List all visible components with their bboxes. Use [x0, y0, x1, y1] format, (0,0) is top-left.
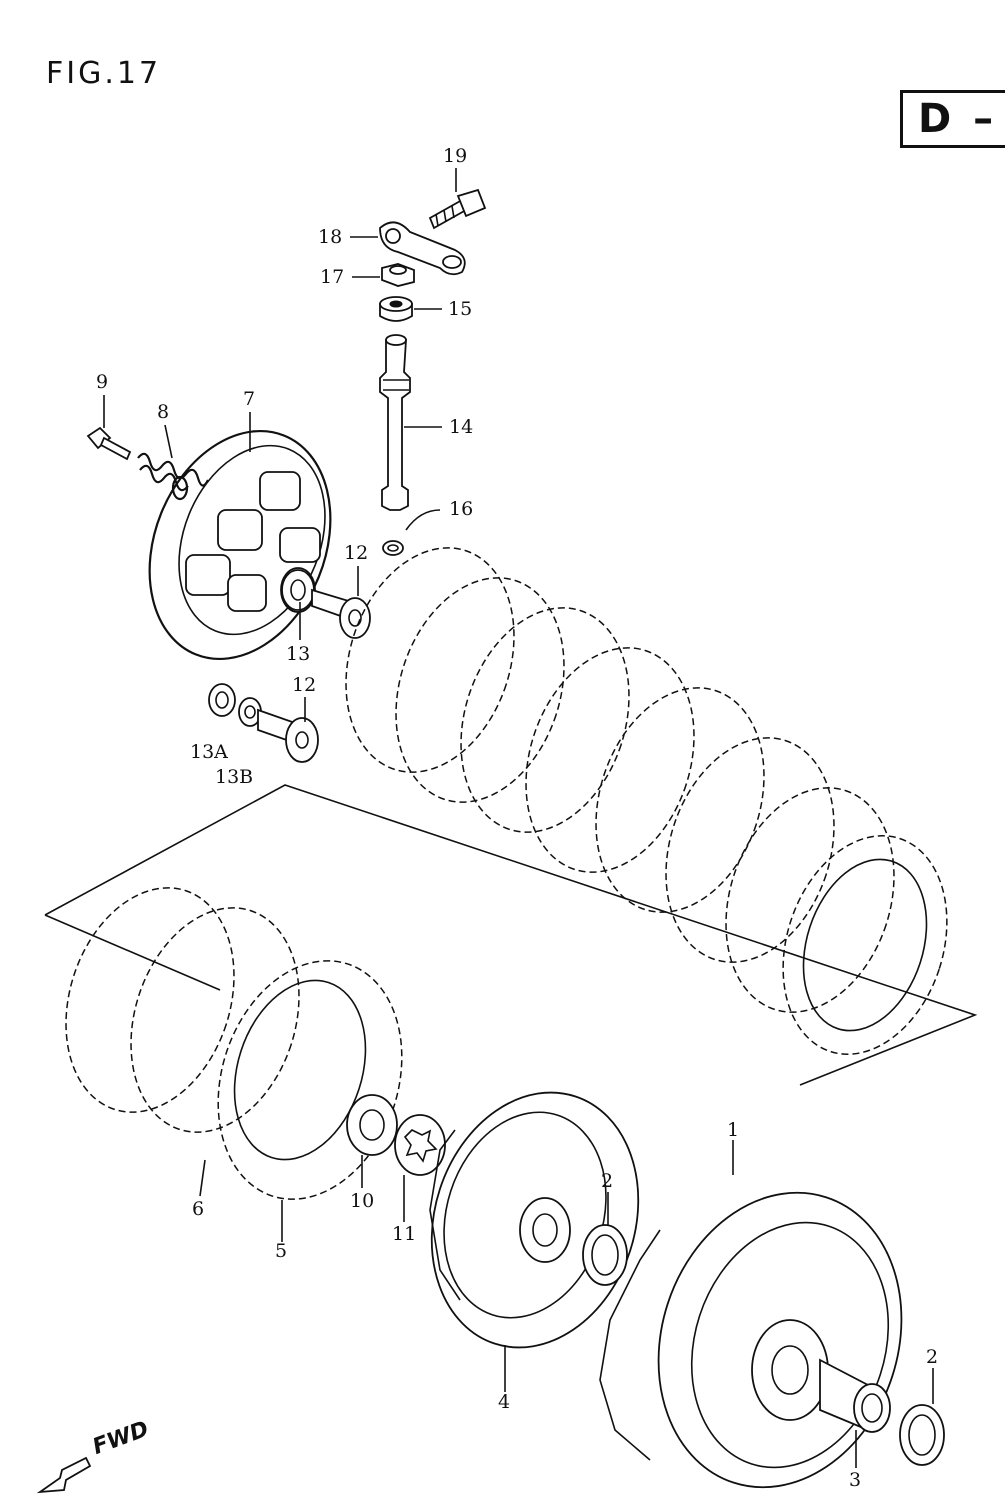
callout-2-lower: 2: [926, 1346, 939, 1368]
forward-arrow-icon: [36, 1456, 92, 1494]
part-17-nut: [381, 263, 415, 287]
section-box: [900, 90, 1005, 148]
part-9-screw: [86, 426, 132, 461]
part-2-washer-upper: [582, 1224, 628, 1286]
callout-13: 13: [286, 643, 311, 665]
callout-2-upper: 2: [601, 1170, 614, 1192]
part-19-bolt: [428, 188, 487, 230]
part-18-lever: [379, 221, 466, 276]
part-6-plates: [65, 887, 300, 1133]
callout-6: 6: [192, 1198, 205, 1220]
callout-7: 7: [243, 388, 256, 410]
part-10-nut: [346, 1094, 398, 1156]
part-5-plate: [217, 960, 403, 1200]
callout-11: 11: [392, 1223, 417, 1245]
callout-12-upper: 12: [344, 542, 369, 564]
callout-13a: 13A: [190, 741, 228, 763]
callout-15: 15: [448, 298, 473, 320]
clutch-plate-stack: [345, 547, 948, 1055]
callout-19: 19: [443, 145, 468, 167]
part-12-rod-upper: [311, 588, 371, 639]
section-label: D –: [918, 96, 998, 142]
callout-18: 18: [318, 226, 343, 248]
part-14-shaft: [379, 334, 411, 511]
callout-17: 17: [320, 266, 345, 288]
callout-9: 9: [96, 371, 109, 393]
callout-5: 5: [275, 1240, 288, 1262]
callout-10: 10: [350, 1190, 375, 1212]
part-3-sleeve: [819, 1358, 891, 1433]
callout-1: 1: [727, 1119, 740, 1141]
callout-3: 3: [849, 1469, 862, 1491]
callout-8: 8: [157, 401, 170, 423]
callout-14: 14: [449, 416, 474, 438]
callout-12-lower: 12: [292, 674, 317, 696]
part-2-washer-lower: [899, 1404, 945, 1466]
callout-16: 16: [449, 498, 474, 520]
part-4-clutch-hub: [429, 1091, 640, 1349]
part-16-oring: [382, 540, 404, 556]
part-12-rod-lower: [257, 708, 319, 763]
part-1-clutch-housing: [599, 1191, 903, 1489]
callout-4: 4: [498, 1391, 511, 1413]
part-15-bushing: [379, 296, 413, 322]
part-13-bearing: [281, 569, 315, 611]
part-11-washer: [394, 1114, 446, 1176]
callout-13b: 13B: [215, 766, 254, 788]
part-13a-13b-bearing-set: [208, 683, 262, 727]
part-7-pressure-plate: [148, 429, 332, 661]
plate-group-bracket: [44, 784, 978, 1086]
figure-title: FIG.17: [46, 56, 162, 91]
leader-lines: [103, 168, 934, 1468]
